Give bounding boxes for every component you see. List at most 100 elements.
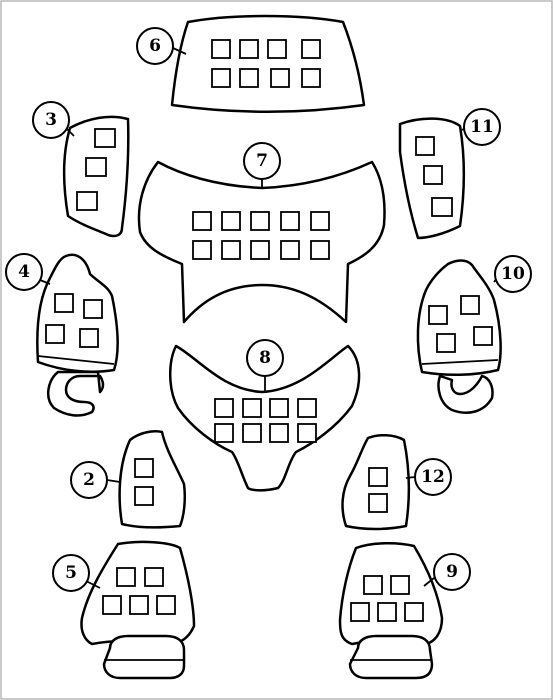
slot <box>192 240 212 260</box>
callout-3 <box>32 101 70 139</box>
slot <box>211 68 231 88</box>
part-8-slots <box>214 398 317 443</box>
slot <box>192 211 212 231</box>
callout-10 <box>494 255 532 293</box>
callout-12 <box>414 458 452 496</box>
slot <box>54 293 74 313</box>
slot <box>250 211 270 231</box>
slot <box>129 595 149 615</box>
part-4: 4 <box>5 253 119 417</box>
slot <box>134 486 154 506</box>
slot <box>301 68 321 88</box>
slot <box>211 39 231 59</box>
callout-label-8: 8 <box>259 348 271 368</box>
callout-7 <box>243 142 281 180</box>
slot <box>423 165 443 185</box>
slot <box>94 128 116 148</box>
part-11-slots <box>415 136 453 217</box>
slot <box>267 39 287 59</box>
slot <box>270 68 290 88</box>
callout-label-12: 12 <box>421 467 445 487</box>
slot <box>473 326 493 346</box>
slot <box>156 595 176 615</box>
part-10-hand <box>437 374 494 414</box>
slot <box>269 423 289 443</box>
slot <box>239 68 259 88</box>
slot <box>368 467 388 487</box>
part-5: 5 <box>52 540 196 680</box>
part-6-shape <box>170 14 366 113</box>
callout-label-10: 10 <box>501 264 525 284</box>
part-2-shape <box>118 430 187 529</box>
slot <box>415 136 435 156</box>
slot <box>297 398 317 418</box>
slot <box>214 423 234 443</box>
slot <box>76 191 98 211</box>
slot <box>242 423 262 443</box>
part-9-foot <box>348 634 434 680</box>
slot <box>83 299 103 319</box>
part-5-slots <box>102 567 176 615</box>
callout-leader <box>405 476 416 479</box>
part-10-slots <box>428 295 493 353</box>
callout-4 <box>5 253 43 291</box>
slot <box>116 567 136 587</box>
part-9-slots <box>350 575 424 622</box>
callout-label-6: 6 <box>149 36 161 56</box>
part-4-slots <box>45 293 103 348</box>
slot <box>242 398 262 418</box>
slot <box>310 211 330 231</box>
callout-label-7: 7 <box>256 151 268 171</box>
slot <box>350 602 370 622</box>
slot <box>269 398 289 418</box>
slot <box>221 240 241 260</box>
part-10: 10 <box>416 255 532 414</box>
slot <box>280 240 300 260</box>
callout-label-5: 5 <box>65 563 77 583</box>
slot <box>390 575 410 595</box>
part-5-foot <box>102 634 186 680</box>
slot <box>45 324 65 344</box>
part-12-slots <box>368 467 388 513</box>
callout-label-3: 3 <box>45 110 57 130</box>
part-2: 2 <box>70 430 187 529</box>
slot <box>214 398 234 418</box>
callout-9 <box>433 553 471 591</box>
slot <box>134 458 154 478</box>
callout-label-11: 11 <box>470 117 494 137</box>
part-8-shape <box>168 344 361 492</box>
slot <box>460 295 480 315</box>
callout-leader <box>106 479 121 483</box>
slot <box>250 240 270 260</box>
part-11: 11 <box>398 108 501 240</box>
part-4-band <box>37 355 115 365</box>
slot <box>221 211 241 231</box>
part-4-shape <box>36 253 119 373</box>
callout-5 <box>52 554 90 592</box>
callout-leader <box>423 577 435 587</box>
slot <box>428 305 448 325</box>
slot <box>404 602 424 622</box>
callout-11 <box>463 108 501 146</box>
callout-label-9: 9 <box>446 562 458 582</box>
slot <box>239 39 259 59</box>
part-6-slots <box>211 39 321 88</box>
part-8: 8 <box>168 339 361 492</box>
callout-6 <box>136 27 174 65</box>
slot <box>102 595 122 615</box>
slot <box>280 211 300 231</box>
part-2-slots <box>134 458 154 506</box>
part-3: 3 <box>32 101 130 238</box>
part-6: 6 <box>136 14 366 113</box>
part-3-slots <box>76 128 116 211</box>
part-12: 12 <box>341 434 452 531</box>
slot <box>377 602 397 622</box>
part-5-shape <box>80 540 196 646</box>
slot <box>297 423 317 443</box>
part-10-band <box>421 359 499 365</box>
part-7-slots <box>192 211 330 260</box>
part-4-hand <box>46 370 105 417</box>
slot <box>85 157 107 177</box>
